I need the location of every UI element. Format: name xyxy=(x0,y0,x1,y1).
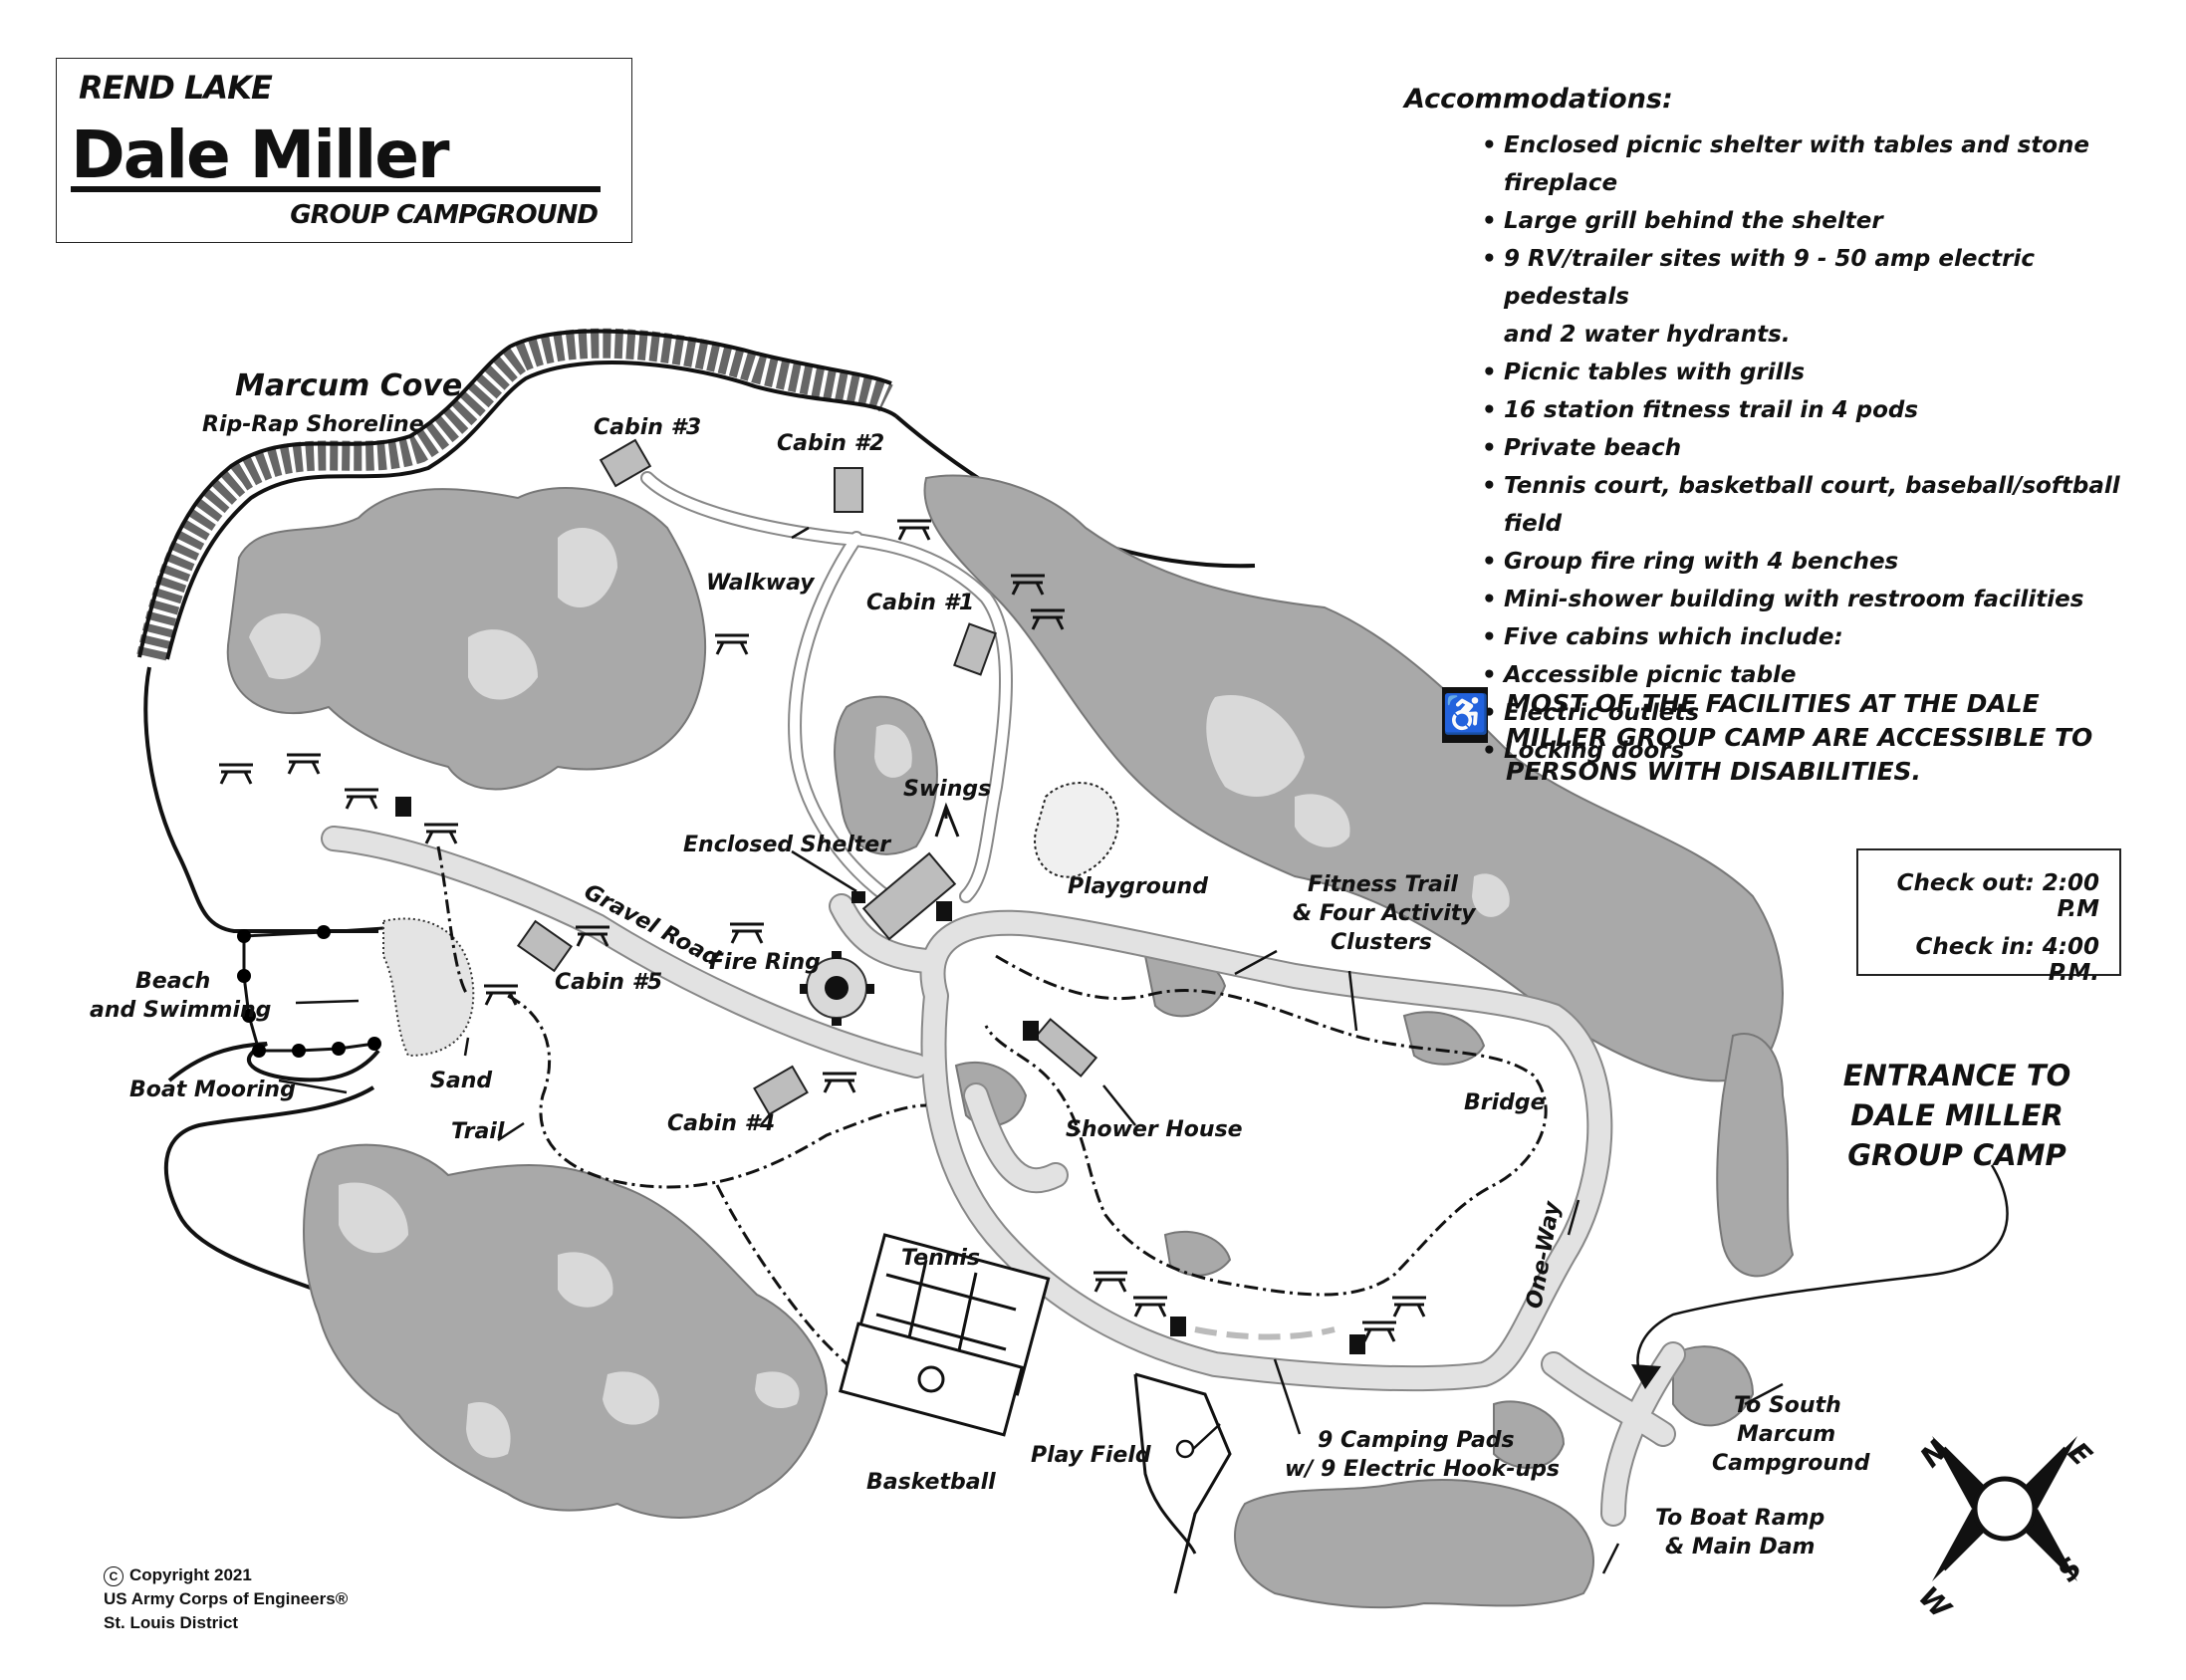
fitness-trail-label-3: Clusters xyxy=(1331,930,1432,955)
tennis-label: Tennis xyxy=(901,1246,980,1271)
cabin-5-label: Cabin #5 xyxy=(555,970,662,995)
accommodation-item: Private beach xyxy=(1482,429,2161,467)
beach-label-2: and Swimming xyxy=(90,998,271,1023)
camping-pads xyxy=(1194,1326,1336,1340)
cabin-feature-item: Locking doors xyxy=(1482,732,2161,770)
to-south-label-2: Marcum xyxy=(1737,1422,1835,1447)
accommodation-item: Five cabins which include: xyxy=(1482,618,2161,656)
swings-label: Swings xyxy=(903,777,991,802)
play-field-label: Play Field xyxy=(1031,1443,1151,1468)
cabin-feature-item: Accessible picnic table xyxy=(1482,656,2161,694)
accommodation-item: Picnic tables with grills xyxy=(1482,354,2161,391)
fitness-trail xyxy=(436,845,1548,1406)
accommodation-item: Large grill behind the shelter xyxy=(1482,202,2161,240)
title-box: REND LAKE Dale Miller GROUP CAMPGROUND xyxy=(56,58,632,243)
entrance-label: ENTRANCE TO DALE MILLER GROUP CAMP xyxy=(1842,1056,2071,1175)
check-out-time: Check out: 2:00 P.M xyxy=(1896,870,2099,922)
boat-mooring-label: Boat Mooring xyxy=(129,1078,296,1102)
trail-label: Trail xyxy=(451,1119,505,1144)
title-rule xyxy=(71,186,601,192)
cabin-4-label: Cabin #4 xyxy=(667,1111,775,1136)
rip-rap-label: Rip-Rap Shoreline xyxy=(202,412,424,437)
bridge-label: Bridge xyxy=(1464,1090,1546,1115)
walkway-label: Walkway xyxy=(706,571,816,596)
camping-pads-label-2: w/ 9 Electric Hook-ups xyxy=(1285,1457,1560,1482)
copyright-line-2: US Army Corps of Engineers® xyxy=(104,1589,349,1608)
buildings xyxy=(516,438,1098,1116)
compass-rose xyxy=(1932,1436,2077,1581)
entrance-arrowhead xyxy=(1631,1364,1661,1389)
fitness-trail-label-2: & Four Activity xyxy=(1293,901,1477,926)
walkways xyxy=(640,471,1013,903)
shoreline xyxy=(143,414,1256,1297)
accommodations-heading: Accommodations: xyxy=(1404,84,1673,115)
copyright-symbol: C xyxy=(104,1566,123,1586)
marcum-cove-label: Marcum Cove xyxy=(235,368,462,403)
playground-label: Playground xyxy=(1068,874,1208,899)
to-boat-ramp-label-2: & Main Dam xyxy=(1665,1535,1815,1560)
copyright-year: Copyright 2021 xyxy=(129,1565,252,1584)
entrance-line-3: GROUP CAMP xyxy=(1847,1138,2066,1172)
to-south-label-3: Campground xyxy=(1712,1451,1870,1476)
accommodation-item-continued: and 2 water hydrants. xyxy=(1504,322,1791,348)
check-in-time: Check in: 4:00 P.M. xyxy=(1915,934,2099,986)
campground-subtitle: GROUP CAMPGROUND xyxy=(290,200,599,230)
compass-n: N xyxy=(1914,1434,1954,1474)
accommodation-item: Group fire ring with 4 benches xyxy=(1482,543,2161,581)
campground-name: Dale Miller xyxy=(71,117,450,193)
accommodation-item: 16 station fitness trail in 4 pods xyxy=(1482,391,2161,429)
cabin-3-label: Cabin #3 xyxy=(594,415,701,440)
accommodations-panel: Accommodations: Enclosed picnic shelter … xyxy=(1404,84,2161,770)
accommodation-item: Mini-shower building with restroom facil… xyxy=(1482,581,2161,618)
to-south-label-1: To South xyxy=(1734,1393,1841,1418)
compass-w: W xyxy=(1912,1580,1958,1626)
fitness-trail-label-1: Fitness Trail xyxy=(1308,872,1458,897)
play-field xyxy=(1133,1372,1232,1594)
sand-beach xyxy=(382,917,475,1058)
fire-ring xyxy=(800,951,874,1026)
copyright-line-3: St. Louis District xyxy=(104,1613,239,1632)
playground-area xyxy=(1034,782,1119,878)
to-boat-ramp-label-1: To Boat Ramp xyxy=(1655,1506,1824,1531)
camping-pads-label-1: 9 Camping Pads xyxy=(1318,1428,1515,1453)
enclosed-shelter-label: Enclosed Shelter xyxy=(683,833,891,857)
shower-house-label: Shower House xyxy=(1066,1117,1243,1142)
accommodation-item: 9 RV/trailer sites with 9 - 50 amp elect… xyxy=(1482,240,2161,316)
basketball-label: Basketball xyxy=(866,1470,996,1495)
tennis-basketball-courts xyxy=(839,1233,1051,1437)
fire-ring-label: Fire Ring xyxy=(709,950,821,975)
water-hydrant-icons xyxy=(395,797,1365,1354)
swings-icon xyxy=(934,802,960,838)
wheelchair-icon: ♿ xyxy=(1442,687,1489,743)
beach-buoy-line xyxy=(237,925,384,1058)
accessibility-notice: MOST OF THE FACILITIES AT THE DALE MILLE… xyxy=(1506,689,2093,786)
accommodation-item: Tennis court, basketball court, baseball… xyxy=(1482,467,2161,543)
sand-label: Sand xyxy=(430,1069,492,1093)
entrance-line-2: DALE MILLER xyxy=(1850,1098,2064,1132)
copyright-line-1: C Copyright 2021 xyxy=(104,1563,348,1587)
tree-areas xyxy=(226,474,1795,1609)
entrance-arrow xyxy=(1636,1164,2009,1380)
entrance-line-1: ENTRANCE TO xyxy=(1842,1059,2071,1092)
rip-rap-shoreline xyxy=(136,328,898,661)
copyright-block: C Copyright 2021 US Army Corps of Enginee… xyxy=(104,1563,348,1635)
label-arrows xyxy=(278,526,1784,1574)
picnic-tables xyxy=(219,519,1426,1342)
accommodations-list: Enclosed picnic shelter with tables and … xyxy=(1404,126,2161,656)
beach-label-1: Beach xyxy=(135,969,210,994)
check-times-box: Check out: 2:00 P.M Check in: 4:00 P.M. xyxy=(1856,848,2121,986)
lake-name: REND LAKE xyxy=(79,69,273,107)
accommodation-item: Enclosed picnic shelter with tables and … xyxy=(1482,126,2161,202)
compass-e: E xyxy=(2062,1436,2098,1473)
cabin-1-label: Cabin #1 xyxy=(866,591,974,615)
cabin-2-label: Cabin #2 xyxy=(777,431,884,456)
